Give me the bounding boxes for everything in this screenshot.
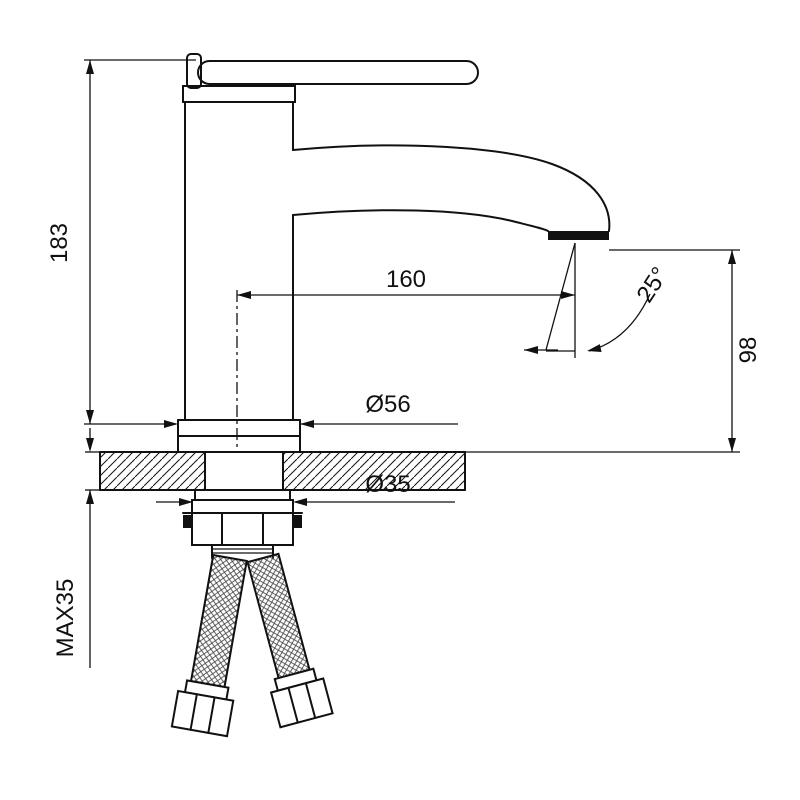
dim-base-diameter: Ø56 xyxy=(164,391,458,428)
handle-pin xyxy=(186,53,202,89)
dim-overall-height: 183 xyxy=(46,59,196,425)
dim-max-thickness: MAX35 xyxy=(52,428,100,668)
dim-label-25deg: 25° xyxy=(632,262,674,307)
dim-spout-reach: 160 xyxy=(236,243,576,451)
faucet-spout xyxy=(292,144,611,240)
faucet-handle xyxy=(182,53,479,103)
dim-label-160: 160 xyxy=(386,266,426,293)
base-flange xyxy=(177,419,301,452)
hose-left xyxy=(170,553,248,738)
countertop-hatch-left xyxy=(100,452,205,490)
dim-hole-diameter: Ø35 xyxy=(156,471,455,506)
handle-cap xyxy=(182,85,296,103)
hose-right xyxy=(246,552,334,729)
hose-right-braid xyxy=(246,552,311,680)
washer-lower xyxy=(191,499,294,514)
mounting-hardware xyxy=(182,489,303,559)
dim-spout-angle: 25° xyxy=(524,242,674,354)
faucet-body xyxy=(184,101,294,421)
hose-left-nut xyxy=(170,689,235,738)
hose-right-nut xyxy=(269,677,334,729)
dim-label-max35: MAX35 xyxy=(52,579,79,658)
dim-label-183: 183 xyxy=(46,223,73,263)
countertop-hatch-right xyxy=(283,452,465,490)
dim-label-d56: Ø56 xyxy=(365,391,410,418)
countertop-section xyxy=(99,451,466,491)
hose-left-braid xyxy=(189,553,248,689)
dim-spout-height: 98 xyxy=(465,249,762,453)
mounting-nut xyxy=(191,512,294,546)
washer-upper xyxy=(194,489,291,501)
dim-label-d35: Ø35 xyxy=(365,471,410,498)
handle-lever xyxy=(197,60,479,85)
dim-label-98: 98 xyxy=(735,337,762,364)
spout-aerator xyxy=(548,231,609,240)
